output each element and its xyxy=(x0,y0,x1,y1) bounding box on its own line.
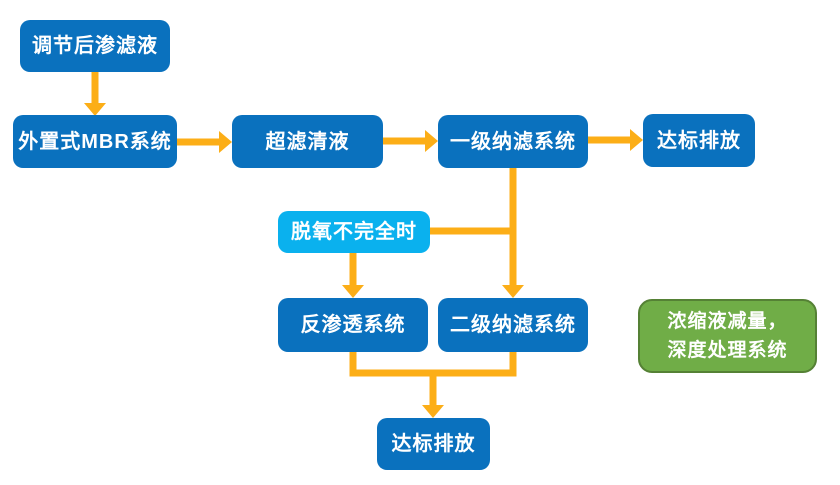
node-label: 调节后渗滤液 xyxy=(32,35,158,57)
arrow-deoxygen-to-ro xyxy=(342,253,364,298)
node-label: 达标排放 xyxy=(391,433,476,455)
node-label: 反渗透系统 xyxy=(300,314,406,336)
node-deoxygen-incomplete: 脱氧不完全时 xyxy=(278,211,430,253)
arrow-merge-to-discharge xyxy=(422,373,444,418)
node-label: 超滤清液 xyxy=(265,130,350,153)
node-nf2-system: 二级纳滤系统 xyxy=(438,298,588,352)
node-nf1-system: 一级纳滤系统 xyxy=(438,115,588,168)
node-ro-system: 反渗透系统 xyxy=(278,298,428,352)
node-adjusted-leachate: 调节后渗滤液 xyxy=(20,20,170,72)
node-mbr-system: 外置式MBR系统 xyxy=(13,115,177,168)
node-label: 外置式MBR系统 xyxy=(18,130,172,153)
node-concentrate-reduction: 浓缩液减量， 深度处理系统 xyxy=(638,299,817,373)
arrow-nf1-to-discharge xyxy=(588,129,643,151)
node-label: 一级纳滤系统 xyxy=(450,130,576,153)
node-label-line1: 浓缩液减量， xyxy=(667,310,788,332)
node-label: 二级纳滤系统 xyxy=(450,314,576,336)
node-label: 浓缩液减量， 深度处理系统 xyxy=(667,307,787,366)
node-uf-clear-liquid: 超滤清液 xyxy=(232,115,383,168)
connector-ro-nf2-merge xyxy=(349,352,517,377)
node-label: 脱氧不完全时 xyxy=(291,221,417,243)
arrow-mbr-to-uf xyxy=(177,131,232,153)
node-discharge-bottom: 达标排放 xyxy=(377,418,490,470)
arrow-uf-to-nf1 xyxy=(383,130,438,152)
arrow-adjusted-to-mbr xyxy=(84,72,106,116)
node-discharge-top: 达标排放 xyxy=(643,114,755,167)
arrow-nf1-to-nf2 xyxy=(502,168,524,298)
node-label: 达标排放 xyxy=(657,129,741,152)
node-label-line2: 深度处理系统 xyxy=(667,340,788,361)
